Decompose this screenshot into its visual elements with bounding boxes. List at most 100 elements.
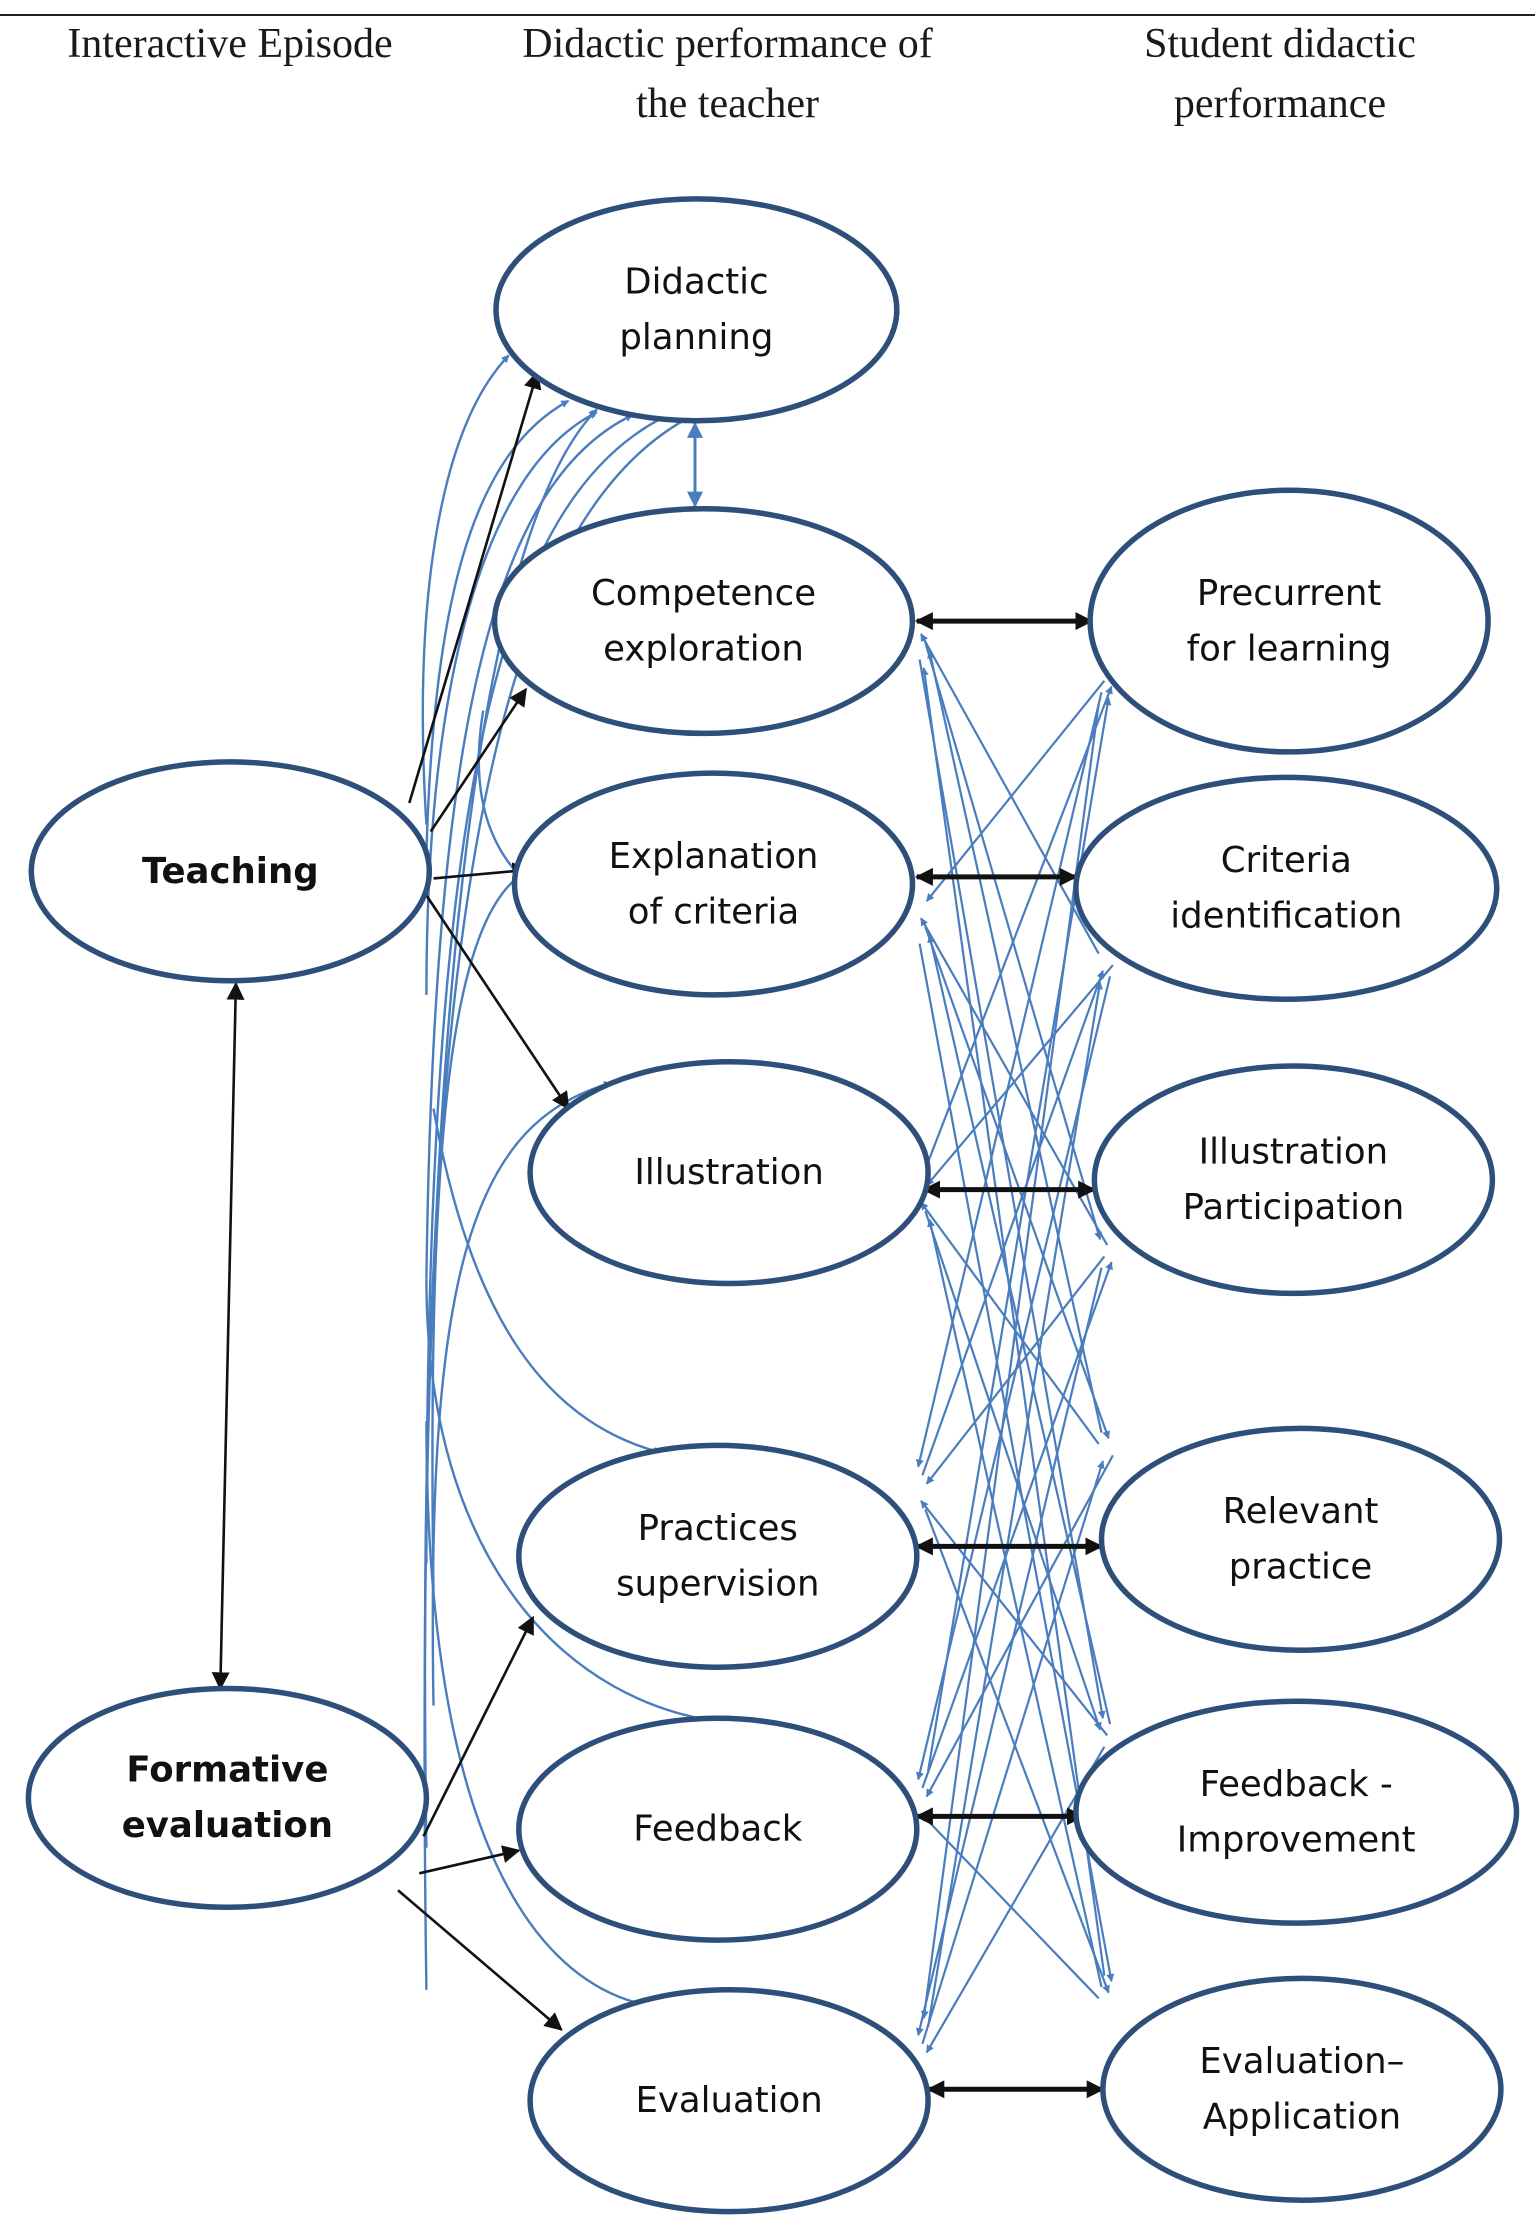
- node-formative-label-1: Formative: [126, 1750, 328, 1791]
- blue-crosslink-feedback-relevant: [925, 1454, 1114, 1798]
- formative-to-evaluation-arrow: [397, 1889, 563, 2031]
- blue-crosslink-illustration-feedback_imp: [924, 1210, 1102, 1731]
- node-eval-app-label-1: Evaluation–: [1199, 2041, 1404, 2082]
- node-competence-ellipse: [491, 506, 916, 737]
- node-explanation-label-2: of criteria: [628, 891, 799, 932]
- blue-crosslink-feedback-eval_app: [920, 1812, 1100, 2000]
- node-illus-part-ellipse: [1091, 1063, 1496, 1297]
- blue-crosslink-practices-precurrent: [915, 691, 1103, 1468]
- node-precurrent: Precurrent for learning: [1087, 487, 1491, 755]
- blue-crosslink-evaluation-criteria_id: [927, 981, 1103, 2027]
- node-criteria-id-label-2: identification: [1170, 896, 1402, 937]
- blue-crosslink-evaluation-feedback_imp: [925, 1746, 1106, 2054]
- node-relevant-label-1: Relevant: [1223, 1491, 1379, 1532]
- node-teaching-ellipse: [28, 759, 433, 984]
- header-student-performance: Student didactic performance: [1144, 21, 1416, 127]
- blue-crosslink-explanation-feedback_imp: [927, 934, 1112, 1725]
- node-precurrent-label-2: for learning: [1187, 628, 1392, 669]
- blue-crosslink-practices-criteria_id: [921, 969, 1105, 1476]
- node-illus-part-label-2: Participation: [1183, 1187, 1405, 1228]
- node-feedback-imp-label-2: Improvement: [1177, 1819, 1416, 1860]
- node-competence-label-2: exploration: [603, 628, 804, 669]
- black-arrow-layer: [211, 370, 1105, 2099]
- blue-crosslink-illustration-precurrent: [921, 685, 1113, 1178]
- blue-crosslink-illustration-criteria_id: [925, 964, 1114, 1187]
- node-competence: Competence exploration: [491, 506, 916, 737]
- teaching-formative-double-arrow: [211, 981, 245, 1691]
- blue-crosslink-evaluation-precurrent: [920, 703, 1100, 2019]
- node-precurrent-label-1: Precurrent: [1197, 573, 1382, 614]
- blue-crosslink-evaluation-relevant: [921, 1460, 1105, 2045]
- node-eval-app-ellipse: [1100, 1975, 1504, 2203]
- blue-crosslink-illustration-eval_app: [927, 1218, 1103, 1988]
- node-formative: Formative evaluation: [25, 1685, 430, 1911]
- node-precurrent-ellipse: [1087, 487, 1491, 755]
- node-relevant: Relevant practice: [1098, 1425, 1503, 1653]
- node-eval-app: Evaluation– Application: [1100, 1975, 1504, 2203]
- teaching-to-illustration-arrow: [425, 894, 570, 1111]
- blue-curve-to-practices: [432, 1108, 662, 1455]
- node-illustration-ellipse: [527, 1058, 931, 1287]
- node-explanation-ellipse: [511, 770, 916, 998]
- blue-curve-to-planning-7: [423, 408, 598, 1990]
- header-rule: [0, 14, 1535, 16]
- node-feedback-label-1: Feedback: [633, 1809, 803, 1850]
- blue-crosslink-explanation-precurrent: [925, 680, 1106, 902]
- node-feedback-imp: Feedback - Improvement: [1073, 1698, 1520, 1926]
- blue-curve-to-evaluation: [425, 1421, 658, 2010]
- node-feedback-imp-ellipse: [1073, 1698, 1520, 1926]
- blue-crosslink-evaluation-illus_part: [915, 1267, 1103, 2037]
- formative-to-practices-arrow: [422, 1615, 535, 1837]
- blue-curve-to-planning-1: [421, 354, 510, 825]
- node-planning: Didactic planning: [493, 196, 900, 424]
- node-feedback-imp-label-1: Feedback -: [1200, 1764, 1393, 1805]
- teaching-to-planning-arrow: [408, 370, 542, 804]
- blue-crosslink-feedback-illus_part: [921, 1261, 1113, 1789]
- node-teaching-label-1: Teaching: [142, 851, 319, 892]
- node-practices: Practices supervision: [516, 1442, 920, 1670]
- node-teaching: Teaching: [28, 759, 433, 984]
- node-eval-app-label-2: Application: [1203, 2097, 1401, 2138]
- node-formative-ellipse: [25, 1685, 430, 1911]
- blue-curve-to-feedback: [425, 1279, 729, 1726]
- node-illustration: Illustration: [527, 1058, 931, 1287]
- node-explanation: Explanation of criteria: [511, 770, 916, 998]
- blue-crosslink-competence-relevant: [927, 650, 1103, 1433]
- header-interactive-episode: Interactive Episode: [67, 21, 393, 67]
- node-feedback-ellipse: [516, 1715, 920, 1943]
- node-evaluation-ellipse: [527, 1987, 931, 2215]
- node-illus-part-label-1: Illustration: [1199, 1132, 1388, 1173]
- node-practices-ellipse: [516, 1442, 920, 1670]
- node-criteria-id-ellipse: [1073, 774, 1500, 1002]
- node-explanation-label-1: Explanation: [609, 836, 819, 877]
- node-evaluation-label-1: Evaluation: [635, 2080, 822, 2121]
- blue-crosslink-practices-eval_app: [924, 1509, 1110, 1994]
- node-feedback: Feedback: [516, 1715, 920, 1943]
- header-teacher-performance: Didactic performance of the teacher: [522, 21, 933, 127]
- node-formative-label-2: evaluation: [122, 1805, 333, 1846]
- node-relevant-ellipse: [1098, 1425, 1503, 1653]
- blue-curve-to-explanation: [431, 868, 530, 1592]
- blue-crosslink-competence-eval_app: [920, 667, 1106, 1976]
- node-evaluation: Evaluation: [527, 1987, 931, 2215]
- node-competence-label-1: Competence: [591, 573, 816, 614]
- node-criteria-id-label-1: Criteria: [1221, 840, 1352, 881]
- node-planning-label-2: planning: [619, 317, 773, 358]
- node-practices-label-2: supervision: [616, 1564, 819, 1605]
- teaching-to-competence-arrow: [429, 687, 527, 833]
- node-practices-label-1: Practices: [638, 1508, 798, 1549]
- blue-curve-to-planning-2: [425, 399, 570, 853]
- node-planning-label-1: Didactic: [624, 262, 768, 303]
- blue-curve-to-planning-4: [425, 413, 634, 1280]
- node-illustration-label-1: Illustration: [634, 1152, 823, 1193]
- blue-crosslink-competence-criteria_id: [920, 633, 1100, 955]
- formative-to-feedback-arrow: [419, 1845, 521, 1875]
- node-criteria-id: Criteria identification: [1073, 774, 1500, 1002]
- node-planning-ellipse: [493, 196, 900, 424]
- teaching-to-explanation-arrow: [433, 862, 531, 881]
- node-relevant-label-2: practice: [1229, 1547, 1373, 1588]
